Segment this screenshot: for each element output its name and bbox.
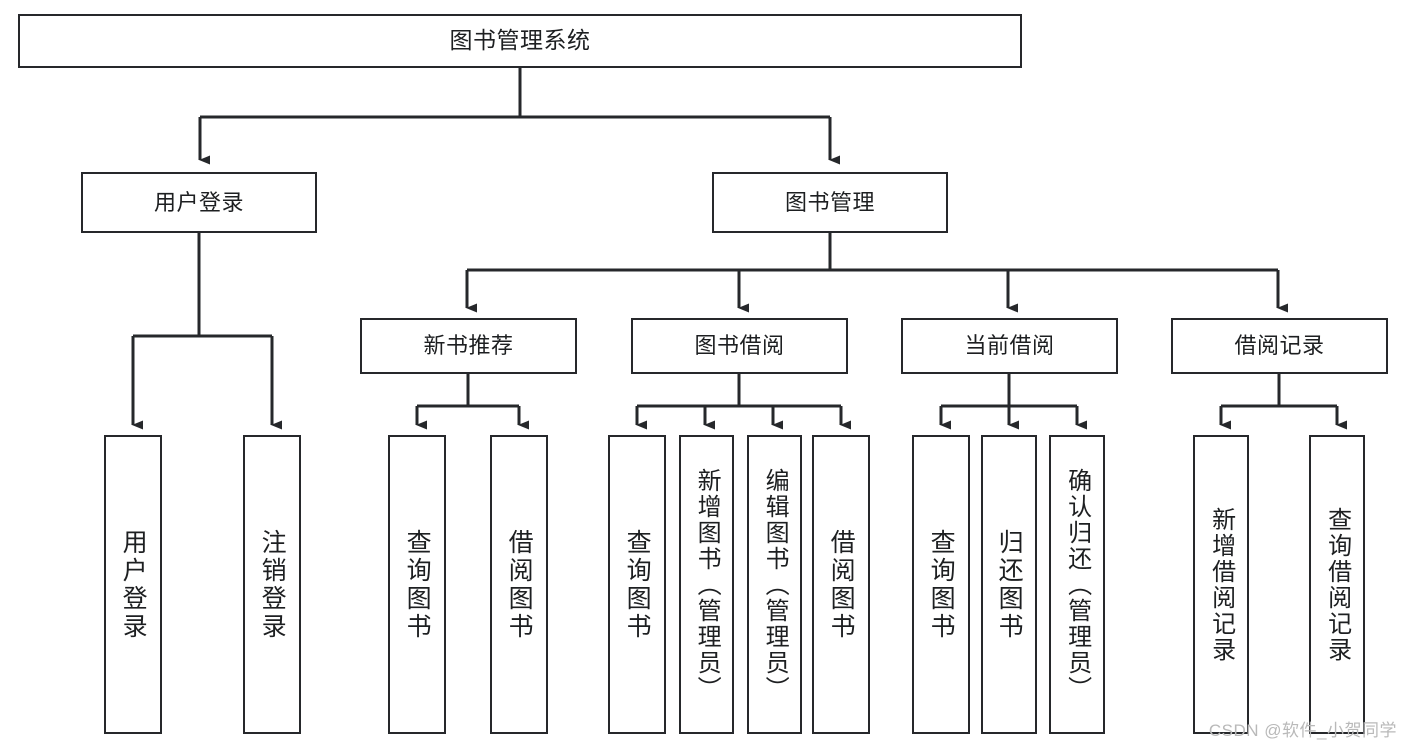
leaf-recommend-borrow-book[interactable]: 借阅图书 [490, 435, 548, 734]
node-label: 借阅图书 [827, 528, 856, 641]
leaf-current-return-book[interactable]: 归还图书 [981, 435, 1037, 734]
node-label: 确认归还（管理员） [1063, 467, 1091, 702]
node-label: 借阅图书 [505, 528, 534, 641]
leaf-current-query-book[interactable]: 查询图书 [912, 435, 970, 734]
node-label: 新增借阅记录 [1207, 506, 1235, 663]
node-label: 编辑图书（管理员） [761, 467, 789, 702]
leaf-borrow-borrow-book[interactable]: 借阅图书 [812, 435, 870, 734]
node-borrow-record[interactable]: 借阅记录 [1171, 318, 1388, 374]
leaf-user-login-signout[interactable]: 注销登录 [243, 435, 301, 734]
node-label: 当前借阅 [964, 333, 1055, 359]
node-label: 新增图书（管理员） [693, 467, 721, 702]
node-book-management[interactable]: 图书管理 [712, 172, 948, 233]
node-label: 查询图书 [927, 528, 956, 641]
leaf-current-confirm-return-admin[interactable]: 确认归还（管理员） [1049, 435, 1105, 734]
node-label: 归还图书 [995, 528, 1024, 641]
leaf-borrow-edit-book-admin[interactable]: 编辑图书（管理员） [747, 435, 802, 734]
node-label: 新书推荐 [423, 333, 514, 359]
node-new-book-recommend[interactable]: 新书推荐 [360, 318, 577, 374]
node-label: 图书借阅 [694, 333, 785, 359]
node-label: 借阅记录 [1234, 333, 1325, 359]
leaf-borrow-query-book[interactable]: 查询图书 [608, 435, 666, 734]
node-book-borrow[interactable]: 图书借阅 [631, 318, 848, 374]
leaf-user-login-signin[interactable]: 用户登录 [104, 435, 162, 734]
node-label: 图书管理系统 [449, 27, 591, 54]
node-label: 图书管理 [784, 189, 875, 215]
leaf-borrow-add-book-admin[interactable]: 新增图书（管理员） [679, 435, 734, 734]
node-label: 注销登录 [258, 528, 287, 641]
leaf-record-add-record[interactable]: 新增借阅记录 [1193, 435, 1249, 734]
leaf-recommend-query-book[interactable]: 查询图书 [388, 435, 446, 734]
node-label: 用户登录 [119, 528, 148, 641]
node-label: 查询借阅记录 [1323, 506, 1351, 663]
leaf-record-query-record[interactable]: 查询借阅记录 [1309, 435, 1365, 734]
node-root-system[interactable]: 图书管理系统 [18, 14, 1022, 68]
node-user-login[interactable]: 用户登录 [81, 172, 317, 233]
node-label: 用户登录 [153, 189, 244, 215]
node-label: 查询图书 [623, 528, 652, 641]
node-current-borrow[interactable]: 当前借阅 [901, 318, 1118, 374]
node-label: 查询图书 [403, 528, 432, 641]
watermark-text: CSDN @软件_小贺同学 [1208, 721, 1397, 740]
